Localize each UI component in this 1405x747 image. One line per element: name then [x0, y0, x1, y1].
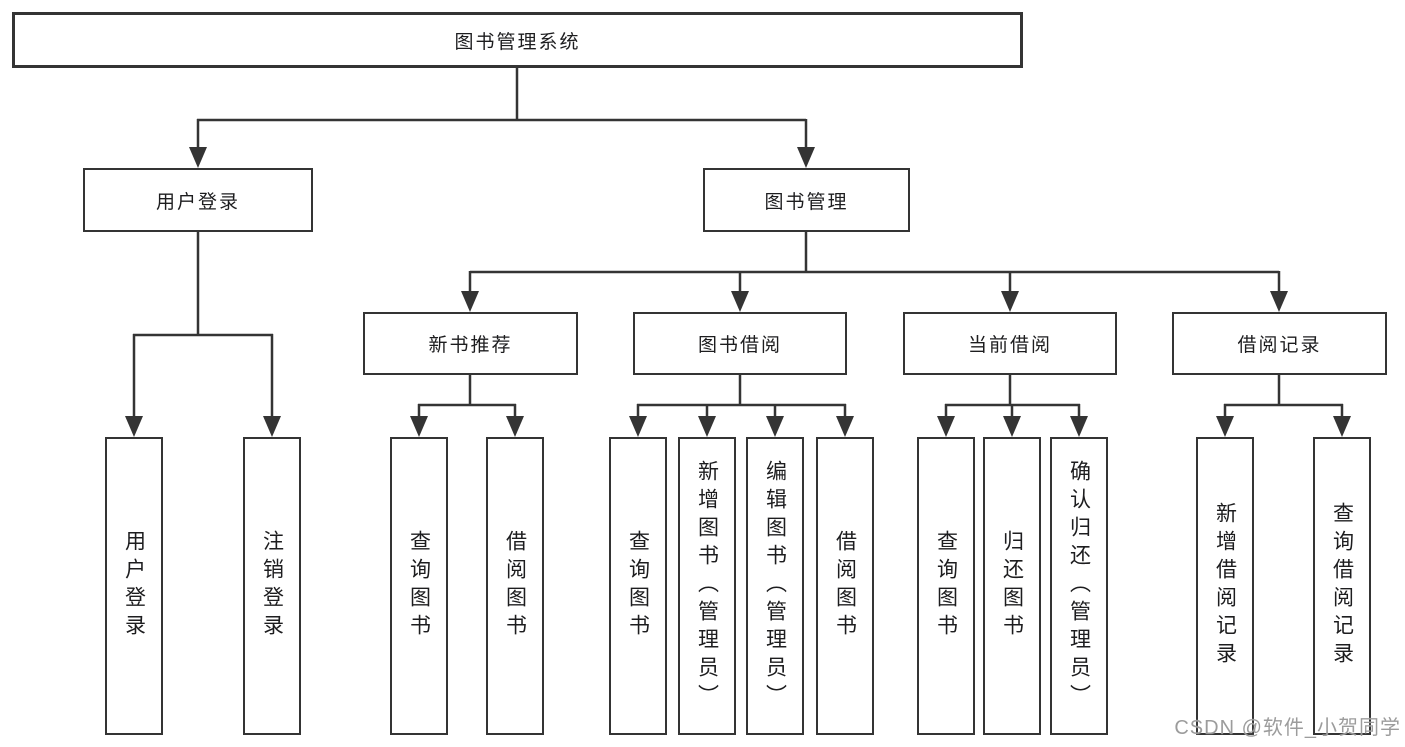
- node-label: 查询图书: [934, 530, 958, 642]
- leaf-logout: 注销登录: [243, 437, 301, 735]
- node-label: 借阅图书: [833, 530, 857, 642]
- node-label: 借阅图书: [503, 530, 527, 642]
- node-user-login: 用户登录: [83, 168, 313, 232]
- node-book-management: 图书管理: [703, 168, 910, 232]
- node-new-book-recommend: 新书推荐: [363, 312, 578, 375]
- node-label: 编辑图书（管理员）: [763, 460, 787, 712]
- node-label: 借阅记录: [1237, 335, 1322, 356]
- node-label: 用户登录: [155, 191, 240, 213]
- leaf-edit-book-admin: 编辑图书（管理员）: [746, 437, 804, 735]
- node-book-management-system: 图书管理系统: [12, 12, 1023, 68]
- node-label: 查询借阅记录: [1330, 502, 1354, 670]
- node-label: 图书管理: [764, 191, 849, 213]
- node-book-borrowing: 图书借阅: [633, 312, 847, 375]
- node-label: 查询图书: [626, 530, 650, 642]
- node-label: 归还图书: [1000, 530, 1024, 642]
- node-label: 查询图书: [407, 530, 431, 642]
- node-label: 用户登录: [122, 530, 146, 642]
- node-current-borrowing: 当前借阅: [903, 312, 1117, 375]
- node-label: 当前借阅: [967, 335, 1052, 356]
- node-borrowing-records: 借阅记录: [1172, 312, 1387, 375]
- csdn-watermark: CSDN @软件_小贺同学: [1174, 717, 1401, 739]
- leaf-borrow-books: 借阅图书: [816, 437, 874, 735]
- node-label: 新增图书（管理员）: [695, 460, 719, 712]
- node-label: 图书借阅: [697, 335, 782, 356]
- node-label: 注销登录: [260, 530, 284, 642]
- leaf-add-book-admin: 新增图书（管理员）: [678, 437, 736, 735]
- leaf-confirm-return-admin: 确认归还（管理员）: [1050, 437, 1108, 735]
- node-label: 图书管理系统: [454, 31, 581, 53]
- node-label: 确认归还（管理员）: [1067, 460, 1091, 712]
- leaf-user-login: 用户登录: [105, 437, 163, 735]
- node-label: 新书推荐: [428, 335, 513, 356]
- leaf-query-borrow-record: 查询借阅记录: [1313, 437, 1371, 735]
- leaf-return-books: 归还图书: [983, 437, 1041, 735]
- leaf-borrow-books-recommend: 借阅图书: [486, 437, 544, 735]
- node-label: 新增借阅记录: [1213, 502, 1237, 670]
- leaf-query-books-recommend: 查询图书: [390, 437, 448, 735]
- leaf-query-books-current: 查询图书: [917, 437, 975, 735]
- leaf-add-borrow-record: 新增借阅记录: [1196, 437, 1254, 735]
- leaf-query-books-borrow: 查询图书: [609, 437, 667, 735]
